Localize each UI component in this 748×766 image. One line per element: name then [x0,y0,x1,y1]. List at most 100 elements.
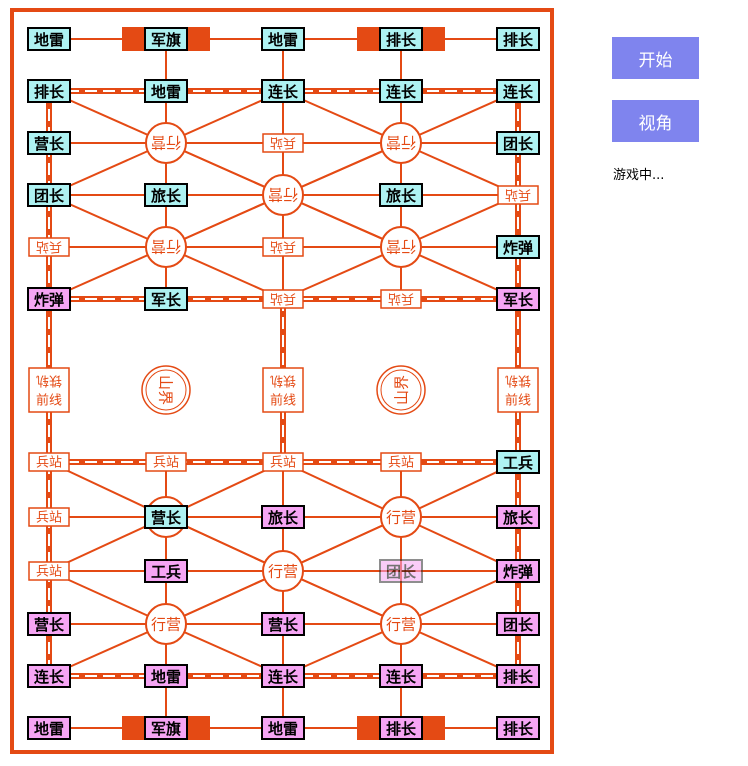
frontline-box [262,367,304,413]
piece-blue[interactable]: 军长 [144,287,188,311]
camp-circle [145,603,187,645]
piece-pink[interactable]: 地雷 [144,664,188,688]
camp-label: 行营 [151,616,181,634]
piece-blue[interactable]: 工兵 [496,450,540,474]
frontline-top-label: 铁轨 [270,373,296,388]
diagonal-line [282,516,402,572]
diagonal-line [165,142,284,196]
station-label: 兵站 [505,187,531,202]
piece-pink[interactable]: 地雷 [261,716,305,740]
mountain-seal-inner [380,369,422,411]
piece-blue[interactable]: 团长 [27,183,71,207]
camp-circle [380,603,422,645]
station-label: 兵站 [270,239,296,254]
piece-pink[interactable]: 连长 [27,664,71,688]
mountain-label: 山界 [393,375,411,405]
station-label: 兵站 [270,456,296,471]
piece-pink[interactable]: 营长 [261,612,305,636]
station-label: 兵站 [36,239,62,254]
frontline-top-label: 铁轨 [505,373,531,388]
diagonal-line [282,194,402,248]
camp-label: 行营 [268,563,298,581]
mountain-seal [376,365,426,415]
station-label: 兵站 [388,456,414,471]
station-label: 兵站 [36,456,62,471]
station-box [262,452,304,472]
piece-blue[interactable]: 排长 [27,79,71,103]
camp-circle [262,174,304,216]
station-label: 兵站 [270,135,296,150]
station-box [497,185,539,205]
board-frame [10,8,554,754]
piece-blue[interactable]: 连长 [261,79,305,103]
camp-circle [380,226,422,268]
station-label: 兵站 [270,291,296,306]
piece-pink[interactable]: 军旗 [144,716,188,740]
piece-pink[interactable]: 军长 [496,287,540,311]
mountain-seal-inner [145,369,187,411]
camp-label: 行营 [268,186,298,204]
piece-blue[interactable]: 连长 [496,79,540,103]
frontline-label: 前线 [270,393,296,409]
piece-blue[interactable]: 排长 [379,27,423,51]
piece-pink[interactable]: 排长 [496,716,540,740]
frontline-label: 前线 [505,393,531,409]
piece-pink[interactable]: 炸弹 [27,287,71,311]
diagonal-line [282,142,402,196]
piece-pink[interactable]: 地雷 [27,716,71,740]
piece-blue[interactable]: 地雷 [261,27,305,51]
piece-blue[interactable]: 旅长 [144,183,188,207]
piece-blue[interactable]: 连长 [379,79,423,103]
diagonal-line [165,194,284,248]
view-button[interactable]: 视角 [612,100,699,142]
frontline-label: 前线 [36,393,62,409]
station-box [145,452,187,472]
piece-pink[interactable]: 连长 [379,664,423,688]
game-status: 游戏中... [613,168,665,183]
piece-pink[interactable]: 营长 [27,612,71,636]
camp-label: 行营 [386,238,416,256]
piece-blue[interactable]: 地雷 [27,27,71,51]
station-box [262,133,304,153]
piece-blue[interactable]: 旅长 [379,183,423,207]
piece-pink[interactable]: 连长 [261,664,305,688]
mountain-seal [141,365,191,415]
piece-blue[interactable]: 营长 [27,131,71,155]
piece-pink[interactable]: 旅长 [496,505,540,529]
camp-circle [262,550,304,592]
piece-blue[interactable]: 排长 [496,27,540,51]
camp-circle [145,226,187,268]
game-board[interactable]: 行营行营行营行营行营行营行营行营行营行营兵站兵站兵站兵站兵站兵站兵站兵站兵站兵站… [10,8,554,754]
piece-pink[interactable]: 工兵 [144,559,188,583]
station-box [262,237,304,257]
frontline-box [497,367,539,413]
station-label: 兵站 [388,291,414,306]
station-label: 兵站 [36,511,62,526]
camp-circle [145,122,187,164]
piece-pink[interactable]: 团长 [379,559,423,583]
station-box [28,561,70,581]
station-label: 兵站 [36,565,62,580]
station-box [28,237,70,257]
station-label: 兵站 [153,456,179,471]
camp-label: 行营 [386,134,416,152]
station-box [380,452,422,472]
mountain-label: 山界 [157,375,175,405]
piece-pink[interactable]: 团长 [496,612,540,636]
piece-pink[interactable]: 排长 [496,664,540,688]
piece-blue[interactable]: 地雷 [144,79,188,103]
piece-blue[interactable]: 军旗 [144,27,188,51]
camp-label: 行营 [386,509,416,527]
piece-blue[interactable]: 营长 [144,505,188,529]
start-button[interactable]: 开始 [612,37,699,79]
piece-blue[interactable]: 团长 [496,131,540,155]
camp-circle [380,496,422,538]
piece-blue[interactable]: 炸弹 [496,235,540,259]
diagonal-line [165,570,284,625]
piece-pink[interactable]: 炸弹 [496,559,540,583]
camp-label: 行营 [151,238,181,256]
station-box [380,289,422,309]
piece-pink[interactable]: 旅长 [261,505,305,529]
station-box [28,452,70,472]
piece-pink[interactable]: 排长 [379,716,423,740]
